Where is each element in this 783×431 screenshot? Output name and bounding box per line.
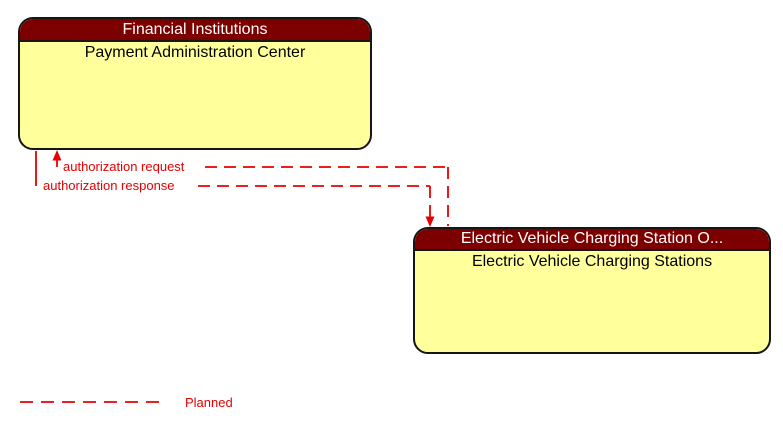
entity-body-electric-vehicle-charging-stations: Electric Vehicle Charging Stations [415,251,769,271]
entity-header-financial-institutions: Financial Institutions [20,19,370,42]
flow-label-authorization-request: authorization request [61,159,187,174]
entity-header-electric-vehicle-charging-station-operators: Electric Vehicle Charging Station O... [415,229,769,251]
entity-box-payment-administration-center: Financial Institutions Payment Administr… [18,17,372,150]
arrowhead-up-icon [52,150,62,161]
arrowhead-down-icon [425,216,435,227]
legend-label-planned: Planned [185,395,233,410]
entity-box-electric-vehicle-charging-stations: Electric Vehicle Charging Station O... E… [413,227,771,354]
flow-label-authorization-response: authorization response [41,178,177,193]
entity-body-payment-administration-center: Payment Administration Center [20,42,370,62]
